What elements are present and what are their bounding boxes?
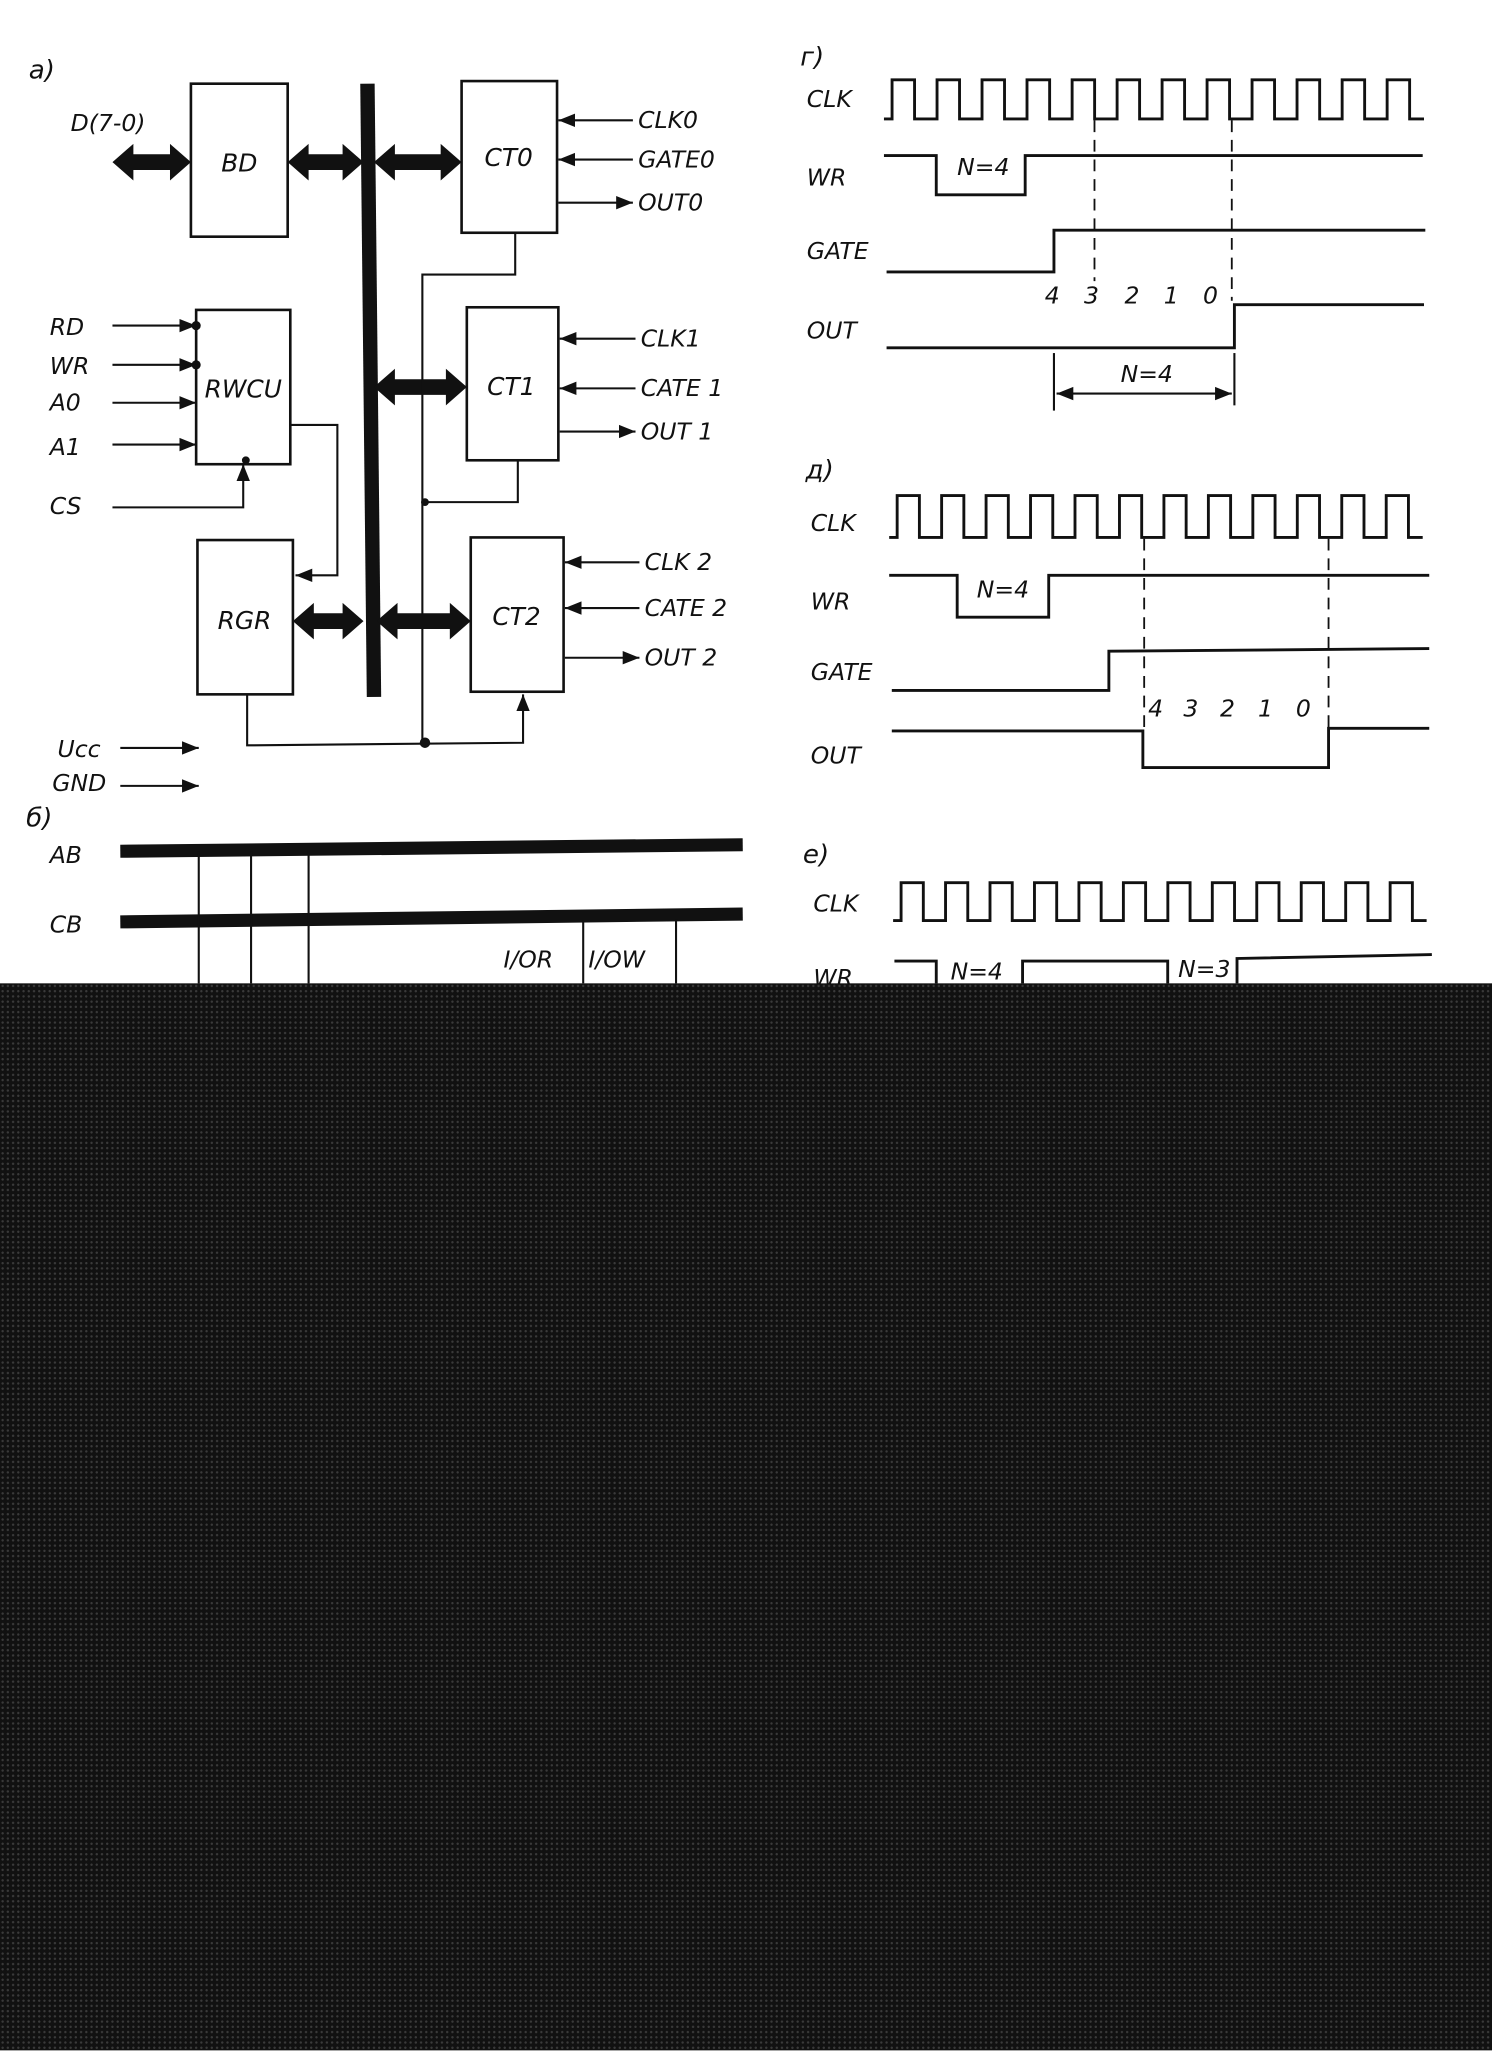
g-clk-label: CLK bbox=[807, 85, 854, 113]
g-count-digits: 4 3 2 1 0 bbox=[1045, 281, 1218, 309]
block-rgr-label: RGR bbox=[218, 606, 272, 635]
pin-out1: OUT 1 bbox=[641, 417, 714, 445]
block-ct1 bbox=[465, 305, 560, 462]
d-count: 3 bbox=[1183, 695, 1198, 723]
pin-gate2: CATE 2 bbox=[645, 594, 727, 622]
signal-ior: I/OR bbox=[503, 946, 553, 974]
ct0-ctrl-line bbox=[421, 232, 517, 743]
g-out-label: OUT bbox=[807, 317, 859, 345]
rwcu-to-rgr bbox=[290, 423, 339, 583]
block-rwcu bbox=[194, 308, 292, 466]
ct2-bus-arrow bbox=[376, 602, 471, 640]
ct1-ctrl-line bbox=[424, 460, 519, 504]
block-bd-label: BD bbox=[221, 148, 257, 177]
e-wr-wave-1 bbox=[894, 959, 938, 984]
block-ct2-label: CT2 bbox=[492, 602, 540, 631]
pin-ucc: Ucc bbox=[58, 735, 101, 763]
pin-gate0: GATE0 bbox=[638, 145, 715, 173]
pin-clk1: CLK1 bbox=[641, 325, 701, 353]
ct1-bus-arrow bbox=[373, 368, 467, 406]
address-bus bbox=[120, 838, 743, 858]
ct0-bus-arrow bbox=[373, 143, 462, 181]
e-clk-wave bbox=[893, 881, 1427, 923]
bus-label-cb: CB bbox=[50, 910, 83, 938]
pin-gate1: CATE 1 bbox=[641, 374, 723, 402]
e-wr-wave-2 bbox=[1021, 959, 1170, 984]
d-out-label: OUT bbox=[811, 742, 863, 770]
control-bus bbox=[120, 907, 743, 929]
pin-out2: OUT 2 bbox=[645, 644, 718, 672]
d-clk-wave bbox=[889, 494, 1423, 539]
e-clk-label: CLK bbox=[813, 889, 860, 917]
g-count: 0 bbox=[1203, 281, 1218, 309]
rgr-ct2-line bbox=[246, 694, 530, 747]
pin-a1: A1 bbox=[48, 433, 81, 461]
block-rgr bbox=[196, 538, 295, 696]
pin-a0: A0 bbox=[48, 389, 81, 417]
panel-label-a: а) bbox=[29, 55, 55, 85]
g-wr-label: WR bbox=[807, 164, 847, 192]
g-count: 1 bbox=[1164, 281, 1179, 309]
g-wr-wave bbox=[883, 154, 1423, 197]
d-wr-label: WR bbox=[811, 587, 851, 615]
pin-gnd: GND bbox=[52, 769, 106, 797]
panel-label-d: д) bbox=[805, 456, 834, 486]
e-wr-wave-3 bbox=[1235, 953, 1432, 984]
g-gate-label: GATE bbox=[807, 237, 869, 265]
g-wr-n: N=4 bbox=[957, 153, 1009, 181]
bus-label-ab: AB bbox=[48, 841, 82, 869]
g-count: 4 bbox=[1045, 281, 1060, 309]
data-bus-label: D(7-0) bbox=[71, 109, 146, 137]
block-bd bbox=[189, 82, 289, 238]
data-bus-arrow bbox=[112, 143, 191, 181]
d-wr-wave bbox=[889, 573, 1430, 619]
d-count-digits: 4 3 2 1 0 bbox=[1148, 695, 1311, 723]
panel-label-e: е) bbox=[803, 840, 829, 870]
e-wr-n2: N=3 bbox=[1178, 955, 1230, 983]
d-count: 4 bbox=[1148, 695, 1163, 723]
g-gate-wave bbox=[886, 228, 1426, 274]
block-ct1-label: CT1 bbox=[487, 372, 535, 401]
cs-node bbox=[241, 456, 250, 465]
d-clk-label: CLK bbox=[811, 509, 858, 537]
d-out-wave bbox=[891, 726, 1430, 770]
d-gate-wave bbox=[891, 647, 1430, 692]
pin-clk0: CLK0 bbox=[638, 106, 698, 134]
g-dim-label: N=4 bbox=[1121, 360, 1173, 388]
pin-wr: WR bbox=[50, 352, 90, 380]
d-count: 2 bbox=[1220, 695, 1235, 723]
g-out-wave bbox=[886, 303, 1425, 350]
g-clk-wave bbox=[883, 78, 1425, 121]
g-count: 3 bbox=[1084, 281, 1099, 309]
d-count: 1 bbox=[1258, 695, 1273, 723]
internal-bus bbox=[360, 83, 382, 698]
block-rwcu-label: RWCU bbox=[205, 375, 282, 404]
rgr-bus-arrow bbox=[292, 602, 364, 640]
panel-label-g: г) bbox=[800, 42, 824, 72]
block-ct0-label: CT0 bbox=[485, 143, 533, 172]
ct1-node bbox=[421, 498, 429, 507]
d-wr-n: N=4 bbox=[977, 576, 1029, 604]
pin-cs: CS bbox=[50, 492, 82, 520]
block-ct2 bbox=[469, 536, 565, 694]
redacted-region bbox=[0, 983, 1492, 2051]
bd-bus-arrow bbox=[287, 143, 364, 181]
d-gate-label: GATE bbox=[811, 658, 873, 686]
panel-label-b: б) bbox=[26, 803, 52, 833]
cs-line bbox=[112, 464, 250, 509]
pin-rd: RD bbox=[50, 313, 84, 341]
ctrl-node bbox=[419, 737, 431, 748]
e-wr-n1: N=4 bbox=[951, 957, 1003, 985]
g-count: 2 bbox=[1125, 281, 1140, 309]
pin-clk2: CLK 2 bbox=[645, 548, 712, 576]
d-count: 0 bbox=[1296, 695, 1311, 723]
signal-iow: I/OW bbox=[588, 946, 645, 974]
pin-out0: OUT0 bbox=[638, 189, 703, 217]
block-ct0 bbox=[460, 79, 559, 235]
